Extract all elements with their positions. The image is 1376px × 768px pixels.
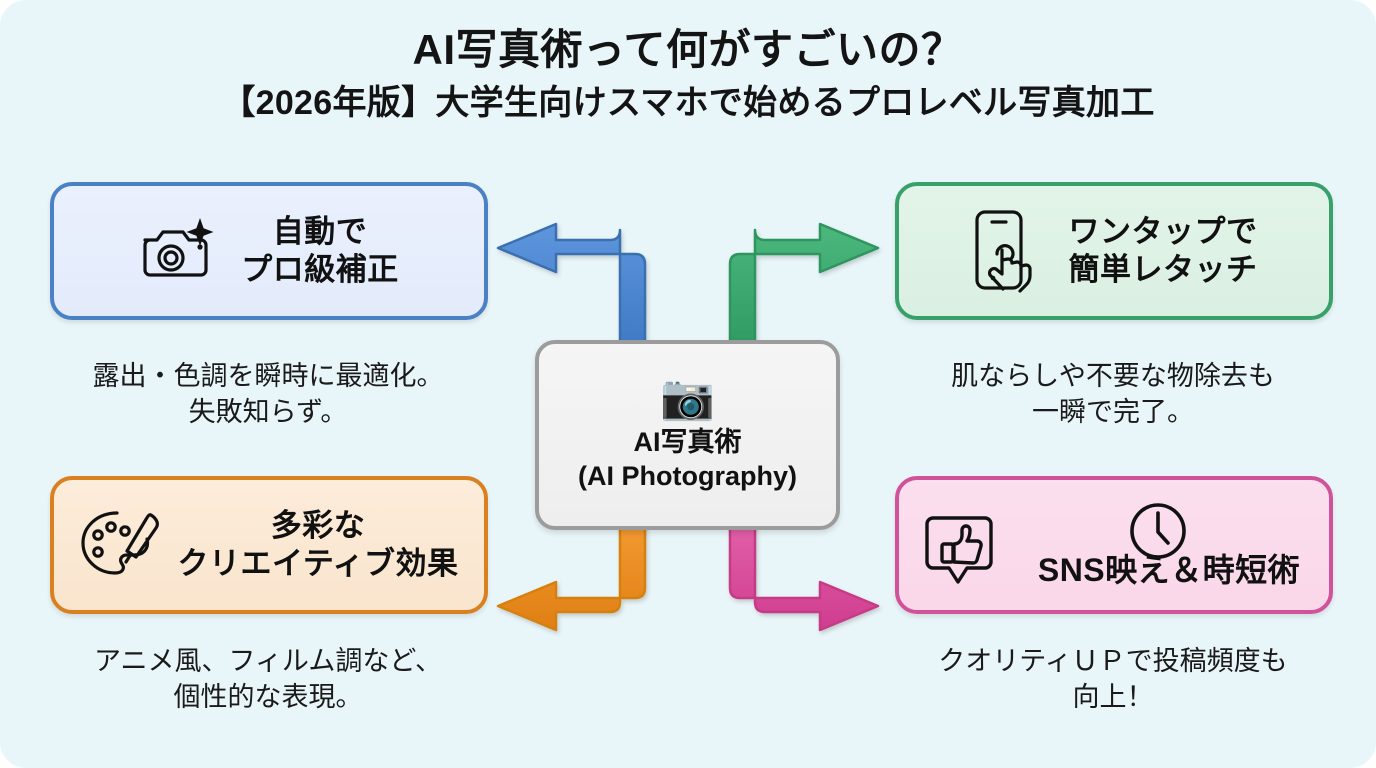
node-center[interactable]: 📷 AI写真術 (AI Photography) — [535, 340, 840, 530]
node-tap[interactable]: ワンタップで 簡単レタッチ — [895, 182, 1333, 320]
arrow-to-tap — [728, 222, 880, 350]
camera-emoji-icon: 📷 — [660, 373, 715, 423]
caption-creative: アニメ風、フィルム調など、 個性的な表現。 — [93, 646, 443, 713]
node-sns-content: SNS映え＆時短術 — [899, 480, 1329, 610]
arrow-to-sns — [728, 520, 880, 632]
node-auto-label: 自動で プロ級補正 — [241, 214, 399, 287]
title-block: AI写真術って何がすごいの？ 【2026年版】大学生向けスマホで始めるプロレベル… — [0, 26, 1376, 123]
palette-brush-icon — [79, 507, 163, 583]
arrow-to-auto — [496, 222, 647, 350]
node-creative-label: 多彩な クリエイティブ効果 — [177, 508, 459, 581]
caption-auto: 露出・色調を瞬時に最適化。 失敗知らず。 — [92, 361, 444, 428]
phone-tap-icon — [971, 208, 1049, 294]
node-tap-label: ワンタップで 簡単レタッチ — [1068, 214, 1258, 287]
arrow-to-creative — [496, 520, 647, 632]
camera-sparkle-icon — [139, 216, 219, 286]
node-creative[interactable]: 多彩な クリエイティブ効果 — [50, 476, 488, 614]
thumbs-up-bubble-icon — [921, 512, 997, 588]
caption-sns: クオリティＵＰで投稿頻度も 向上！ — [938, 646, 1288, 713]
node-center-label: AI写真術 (AI Photography) — [578, 427, 797, 491]
page-title: AI写真術って何がすごいの？ — [412, 26, 964, 73]
caption-tap: 肌ならしや不要な物除去も 一瞬で完了。 — [951, 361, 1275, 428]
node-sns[interactable]: SNS映え＆時短術 — [895, 476, 1333, 614]
node-auto[interactable]: 自動で プロ級補正 — [50, 182, 488, 320]
clock-icon — [1127, 500, 1189, 562]
page-subtitle: 【2026年版】大学生向けスマホで始めるプロレベル写真加工 — [221, 84, 1155, 123]
node-sns-label: SNS映え＆時短術 — [1037, 551, 1301, 588]
